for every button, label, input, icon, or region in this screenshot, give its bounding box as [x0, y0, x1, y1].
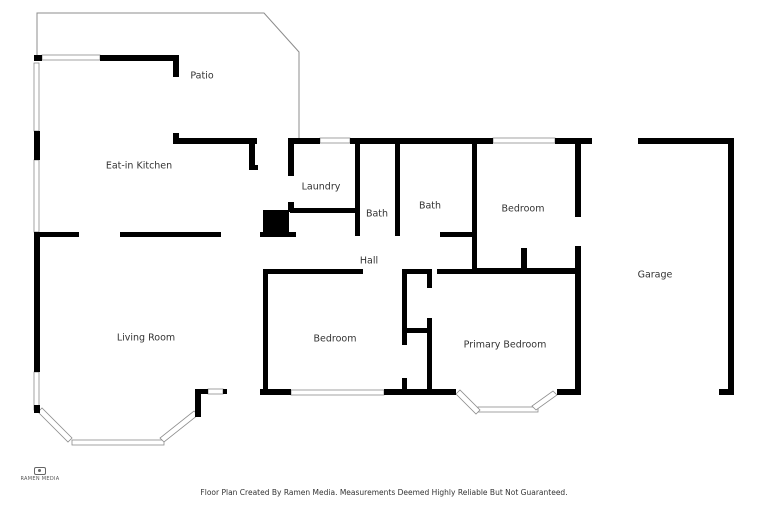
- footer-disclaimer: Floor Plan Created By Ramen Media. Measu…: [200, 488, 568, 497]
- room-label-laundry: Laundry: [302, 182, 341, 193]
- windows: [33, 54, 558, 446]
- room-label-garage: Garage: [638, 270, 673, 281]
- room-label-primary: Primary Bedroom: [464, 340, 547, 351]
- logo-text: RAMEN MEDIA: [20, 476, 60, 482]
- camera-icon: [34, 467, 46, 475]
- room-label-bath-1: Bath: [366, 209, 388, 220]
- patio-outline: [36, 12, 300, 140]
- room-label-patio: Patio: [190, 71, 213, 82]
- room-label-bath-2: Bath: [419, 201, 441, 212]
- walls: [34, 55, 734, 417]
- room-label-kitchen: Eat-in Kitchen: [106, 161, 172, 172]
- ramen-media-logo: RAMEN MEDIA: [14, 467, 66, 482]
- room-label-living: Living Room: [117, 333, 175, 344]
- room-label-bedroom-s: Bedroom: [314, 334, 357, 345]
- room-label-bedroom-ne: Bedroom: [502, 204, 545, 215]
- room-label-hall: Hall: [360, 256, 378, 267]
